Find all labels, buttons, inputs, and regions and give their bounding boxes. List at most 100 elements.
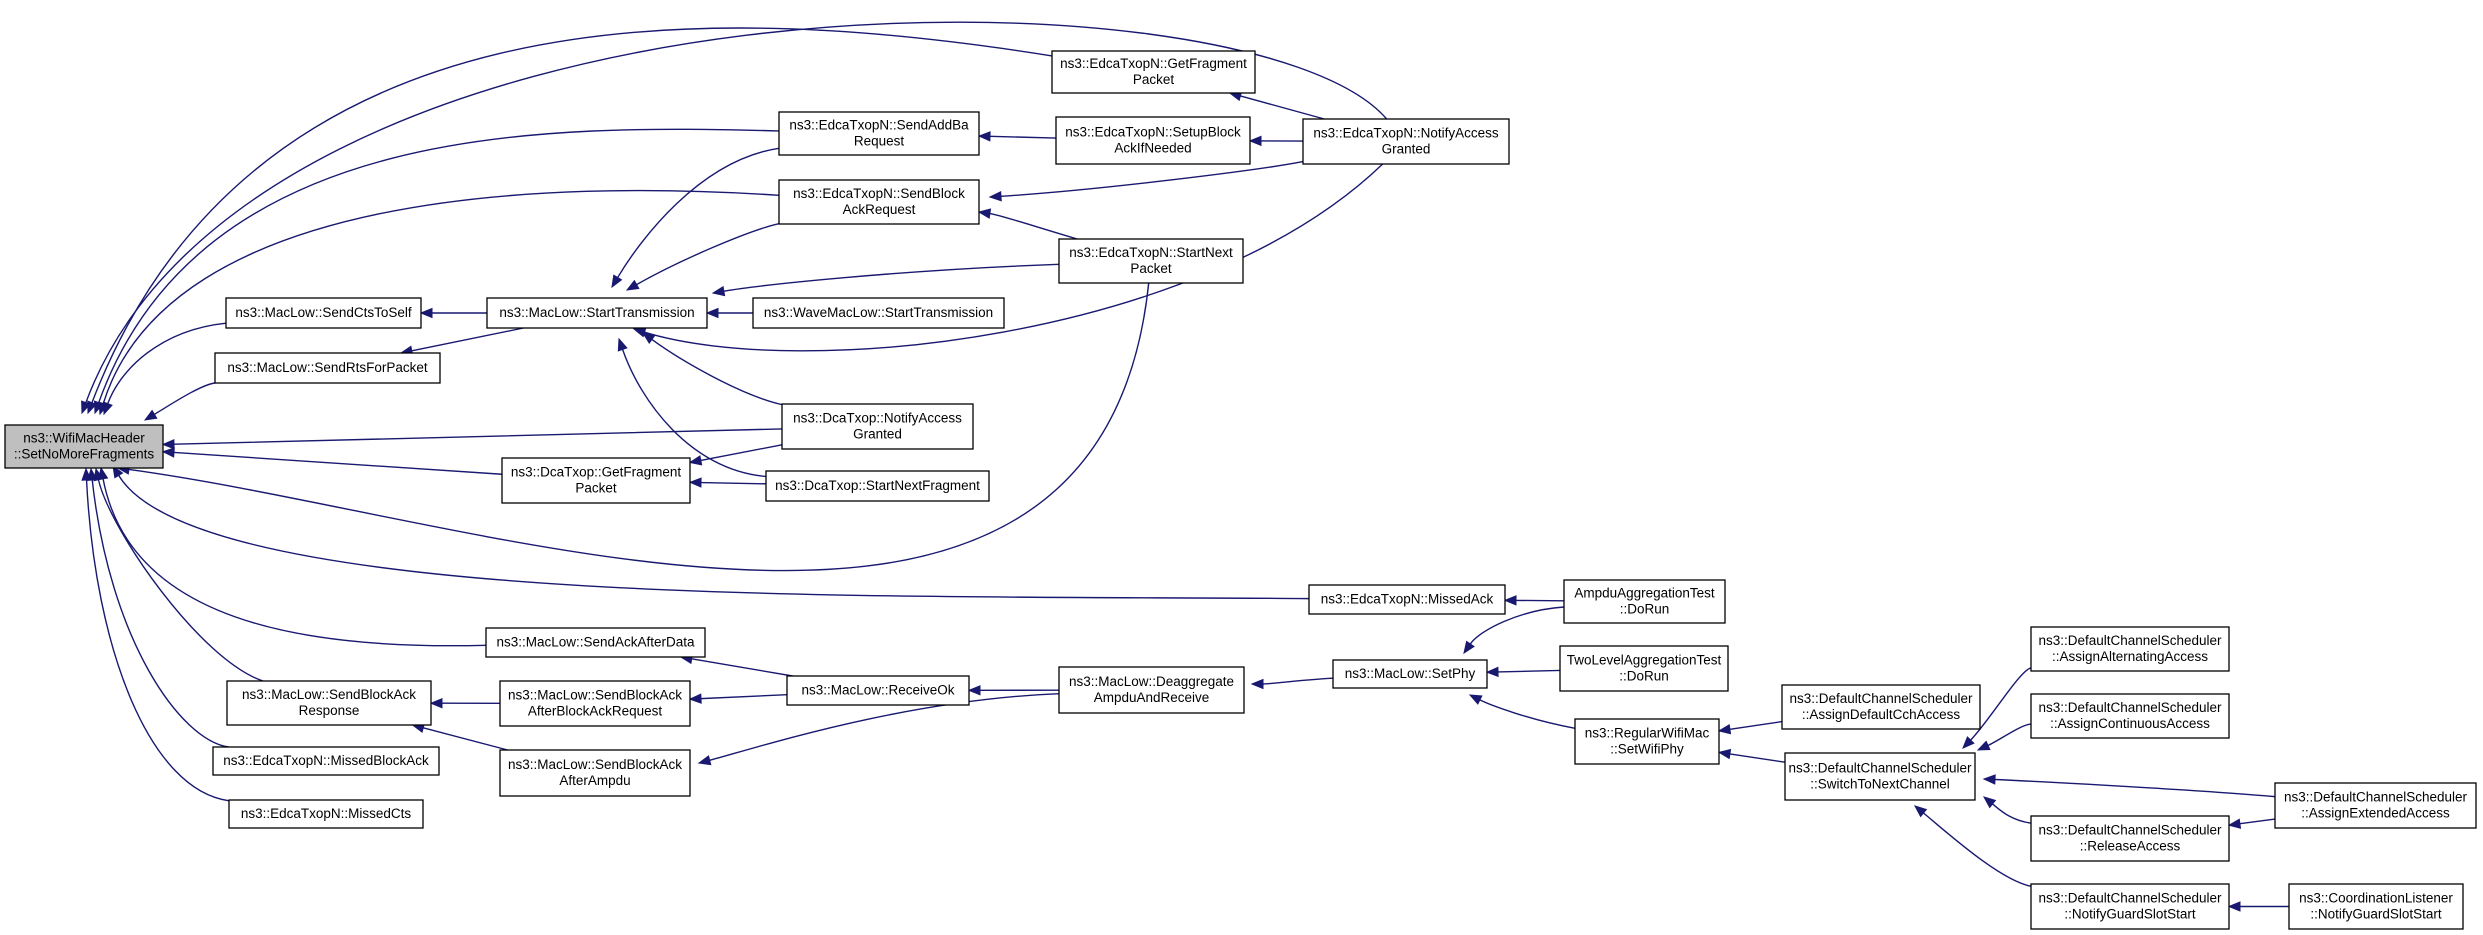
- node-box[interactable]: [752, 297, 1005, 329]
- arrowhead: [1463, 640, 1475, 655]
- node-label: AmpduAggregationTest: [1574, 586, 1715, 601]
- node-assignContinuous[interactable]: ns3::DefaultChannelScheduler::AssignCont…: [2030, 693, 2230, 739]
- edge-line: [102, 478, 487, 647]
- node-box[interactable]: [225, 297, 422, 329]
- edge-deaggregate-to-sendBlockAckAfterAmpdu: [697, 692, 1060, 766]
- node-box[interactable]: [1574, 718, 1720, 765]
- arrowhead: [1468, 694, 1483, 705]
- edge-line: [411, 327, 524, 352]
- arrowhead: [977, 131, 991, 142]
- edge-line: [1994, 778, 2276, 798]
- node-label: Granted: [853, 427, 902, 442]
- node-box[interactable]: [4, 424, 164, 469]
- edge-dcaGetFragment-to-root: [161, 447, 503, 475]
- arrowhead: [705, 307, 719, 319]
- node-notifyGuardSlotStart[interactable]: ns3::DefaultChannelScheduler::NotifyGuar…: [2030, 883, 2230, 930]
- node-box[interactable]: [1055, 116, 1251, 165]
- arrowhead: [161, 447, 175, 458]
- node-sendAckAfterData[interactable]: ns3::MacLow::SendAckAfterData: [485, 627, 706, 658]
- node-box[interactable]: [2274, 782, 2477, 829]
- edge-layer: [81, 21, 2289, 912]
- node-releaseAccess[interactable]: ns3::DefaultChannelScheduler::ReleaseAcc…: [2030, 815, 2230, 862]
- node-box[interactable]: [1784, 752, 1976, 801]
- node-waveStartTransmission[interactable]: ns3::WaveMacLow::StartTransmission: [752, 297, 1005, 329]
- arrowhead: [688, 455, 703, 466]
- node-box[interactable]: [485, 627, 706, 658]
- arrowhead: [1982, 774, 1996, 785]
- node-startTransmission[interactable]: ns3::MacLow::StartTransmission: [486, 297, 708, 329]
- edge-startTransmission-to-sendCtsToSelf: [419, 307, 487, 319]
- node-root[interactable]: ns3::WifiMacHeader::SetNoMoreFragments: [4, 424, 164, 469]
- edge-sendRtsForPacket-to-root: [143, 382, 216, 421]
- arrowhead: [1962, 736, 1975, 749]
- edge-line: [85, 479, 230, 802]
- node-setPhy[interactable]: ns3::MacLow::SetPhy: [1332, 659, 1488, 689]
- node-box[interactable]: [499, 680, 691, 727]
- node-box[interactable]: [2030, 883, 2230, 930]
- node-box[interactable]: [1563, 579, 1726, 624]
- node-box[interactable]: [1058, 238, 1244, 284]
- node-box[interactable]: [2288, 883, 2464, 930]
- node-box[interactable]: [1559, 645, 1729, 692]
- node-box[interactable]: [2030, 693, 2230, 739]
- node-box[interactable]: [778, 111, 980, 156]
- node-box[interactable]: [1302, 118, 1510, 165]
- node-box[interactable]: [778, 179, 980, 225]
- edge-coordNotifyGuard-to-notifyGuardSlotStart: [2227, 901, 2289, 912]
- node-receiveOk[interactable]: ns3::MacLow::ReceiveOk: [786, 675, 970, 706]
- node-box[interactable]: [2030, 815, 2230, 862]
- node-edcaMissedBlockAck[interactable]: ns3::EdcaTxopN::MissedBlockAck: [212, 746, 440, 776]
- node-box[interactable]: [1308, 584, 1506, 615]
- node-regularSetWifiPhy[interactable]: ns3::RegularWifiMac::SetWifiPhy: [1574, 718, 1720, 765]
- edge-sendBlockAckAfterBAR-to-sendBlockAckResponse: [429, 697, 501, 709]
- node-ampduTestDoRun[interactable]: AmpduAggregationTest::DoRun: [1563, 579, 1726, 624]
- node-twoLevelDoRun[interactable]: TwoLevelAggregationTest::DoRun: [1559, 645, 1729, 692]
- node-box[interactable]: [212, 746, 440, 776]
- edge-edcaStartNext-to-edcaSendBlockAckReq: [977, 208, 1078, 240]
- edge-line: [691, 658, 793, 677]
- node-edcaMissedCts[interactable]: ns3::EdcaTxopN::MissedCts: [228, 799, 424, 829]
- node-box[interactable]: [2030, 626, 2230, 672]
- node-sendCtsToSelf[interactable]: ns3::MacLow::SendCtsToSelf: [225, 297, 422, 329]
- node-assignExtended[interactable]: ns3::DefaultChannelScheduler::AssignExte…: [2274, 782, 2477, 829]
- node-box[interactable]: [781, 403, 974, 450]
- node-sendRtsForPacket[interactable]: ns3::MacLow::SendRtsForPacket: [214, 352, 441, 384]
- node-box[interactable]: [765, 470, 990, 502]
- node-assignAlternating[interactable]: ns3::DefaultChannelScheduler::AssignAlte…: [2030, 626, 2230, 672]
- node-coordNotifyGuard[interactable]: ns3::CoordinationListener::NotifyGuardSl…: [2288, 883, 2464, 930]
- node-assignDefaultCch[interactable]: ns3::DefaultChannelScheduler::AssignDefa…: [1781, 684, 1981, 730]
- node-box[interactable]: [214, 352, 441, 384]
- edge-ampduTestDoRun-to-setPhy: [1463, 606, 1565, 655]
- arrowhead: [1717, 748, 1732, 760]
- node-box[interactable]: [1058, 666, 1245, 714]
- node-box[interactable]: [486, 297, 708, 329]
- node-box[interactable]: [1051, 50, 1256, 94]
- edge-edcaNotifyAccess-to-root: [81, 21, 1388, 415]
- node-switchToNextChannel[interactable]: ns3::DefaultChannelScheduler::SwitchToNe…: [1784, 752, 1976, 801]
- node-dcaStartNextFragment[interactable]: ns3::DcaTxop::StartNextFragment: [765, 470, 990, 502]
- node-edcaMissedAck[interactable]: ns3::EdcaTxopN::MissedAck: [1308, 584, 1506, 615]
- node-sendBlockAckAfterBAR[interactable]: ns3::MacLow::SendBlockAckAfterBlockAckRe…: [499, 680, 691, 727]
- edge-line: [1923, 812, 2032, 888]
- node-box[interactable]: [228, 799, 424, 829]
- edge-line: [97, 479, 264, 682]
- node-box[interactable]: [1781, 684, 1981, 730]
- node-label: AckIfNeeded: [1114, 141, 1191, 156]
- node-box[interactable]: [501, 457, 691, 504]
- node-box[interactable]: [226, 680, 432, 726]
- node-box[interactable]: [1332, 659, 1488, 689]
- node-box[interactable]: [499, 749, 691, 797]
- node-box[interactable]: [786, 675, 970, 706]
- edge-edcaNotifyAccess-to-edcaSetupBlockAck: [1248, 135, 1304, 147]
